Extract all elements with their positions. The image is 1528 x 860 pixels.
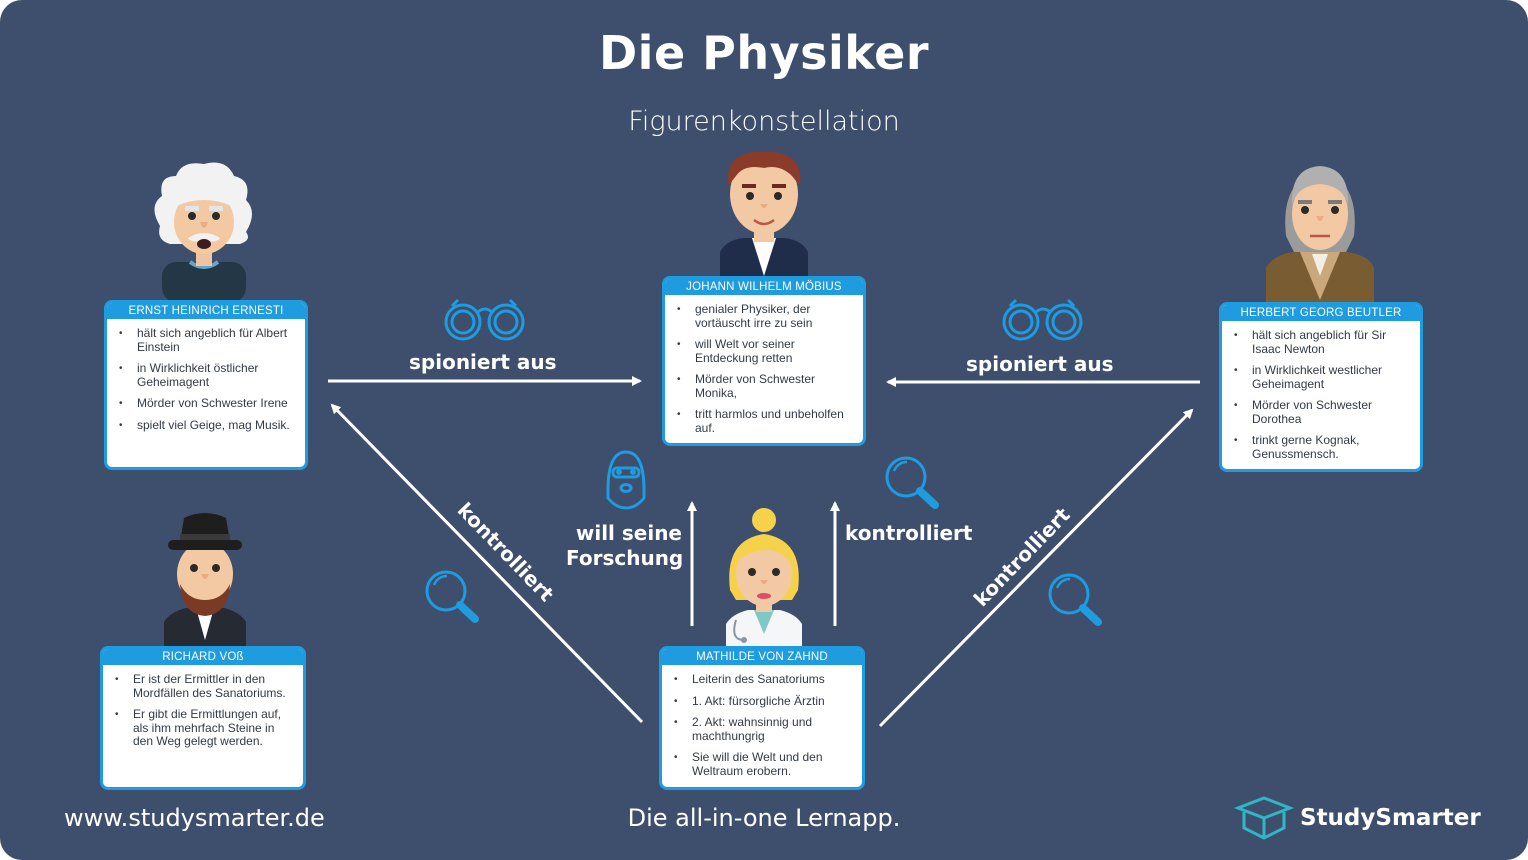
moebius-avatar: [720, 151, 808, 282]
card-title: ERNST HEINRICH ERNESTI: [107, 303, 305, 319]
card-beutler: HERBERT GEORG BEUTLER hält sich angeblic…: [1219, 302, 1423, 472]
magnifier-icon: [885, 456, 939, 509]
card-points: Leiterin des Sanatoriums 1. Akt: fürsorg…: [662, 665, 862, 787]
list-item: in Wirklichkeit westlicher Geheimagent: [1234, 363, 1410, 391]
footer-url[interactable]: www.studysmarter.de: [64, 804, 325, 832]
label-research-line2: Forschung: [566, 546, 684, 570]
card-title: RICHARD VOß: [103, 649, 303, 665]
list-item: Sie will die Welt und den Weltraum erobe…: [674, 750, 852, 778]
magnifier-icon: [1048, 573, 1102, 626]
studysmarter-logo-icon: [1233, 796, 1295, 840]
card-points: genialer Physiker, der vortäuscht irre z…: [665, 295, 863, 443]
page-subtitle: Figurenkonstellation: [628, 106, 900, 137]
arrow-control-left: [330, 403, 644, 724]
binoculars-icon: [444, 298, 525, 341]
card-title: JOHANN WILHELM MÖBIUS: [665, 279, 863, 295]
list-item: Leiterin des Sanatoriums: [674, 672, 852, 687]
voss-avatar: [164, 513, 246, 648]
label-research-line1: will seine: [575, 521, 682, 545]
card-zahnd: MATHILDE VON ZAHND Leiterin des Sanatori…: [659, 646, 865, 790]
balaclava-icon: [606, 450, 646, 510]
brand-name: StudySmarter: [1300, 805, 1481, 831]
card-points: hält sich angeblich für Sir Isaac Newton…: [1222, 321, 1420, 469]
arrow-control-right: [878, 408, 1194, 728]
list-item: Mörder von Schwester Irene: [119, 396, 295, 411]
list-item: Mörder von Schwester Monika,: [677, 372, 853, 400]
card-points: hält sich angeblich für Albert Einstein …: [107, 319, 305, 446]
list-item: Er ist der Ermittler in den Mordfällen d…: [115, 672, 293, 700]
card-title: HERBERT GEORG BEUTLER: [1222, 305, 1420, 321]
list-item: in Wirklichkeit östlicher Geheimagent: [119, 361, 295, 389]
footer-tagline: Die all-in-one Lernapp.: [627, 804, 901, 832]
ernesti-avatar: [154, 162, 252, 302]
label-control-center: kontrolliert: [845, 521, 973, 545]
card-title: MATHILDE VON ZAHND: [662, 649, 862, 665]
magnifier-icon: [425, 570, 479, 623]
list-item: hält sich angeblich für Albert Einstein: [119, 326, 295, 354]
list-item: Mörder von Schwester Dorothea: [1234, 398, 1410, 426]
binoculars-icon: [1002, 298, 1083, 341]
card-points: Er ist der Ermittler in den Mordfällen d…: [103, 665, 303, 763]
list-item: tritt harmlos und unbeholfen auf.: [677, 407, 853, 435]
beutler-avatar: [1266, 166, 1374, 304]
page-title: Die Physiker: [599, 26, 929, 80]
label-spy-left: spioniert aus: [409, 350, 557, 374]
list-item: Er gibt die Ermittlungen auf, als ihm me…: [115, 707, 293, 749]
list-item: 1. Akt: fürsorgliche Ärztin: [674, 694, 852, 709]
list-item: trinkt gerne Kognak, Genussmensch.: [1234, 433, 1410, 461]
label-spy-right: spioniert aus: [966, 352, 1114, 376]
list-item: will Welt vor seiner Entdeckung retten: [677, 337, 853, 365]
card-moebius: JOHANN WILHELM MÖBIUS genialer Physiker,…: [662, 276, 866, 446]
list-item: genialer Physiker, der vortäuscht irre z…: [677, 302, 853, 330]
zahnd-avatar: [726, 508, 802, 646]
list-item: 2. Akt: wahnsinnig und machthungrig: [674, 715, 852, 743]
list-item: hält sich angeblich für Sir Isaac Newton: [1234, 328, 1410, 356]
card-voss: RICHARD VOß Er ist der Ermittler in den …: [100, 646, 306, 790]
label-research: will seine Forschung: [566, 521, 684, 571]
list-item: spielt viel Geige, mag Musik.: [119, 418, 295, 433]
card-ernesti: ERNST HEINRICH ERNESTI hält sich angebli…: [104, 300, 308, 470]
